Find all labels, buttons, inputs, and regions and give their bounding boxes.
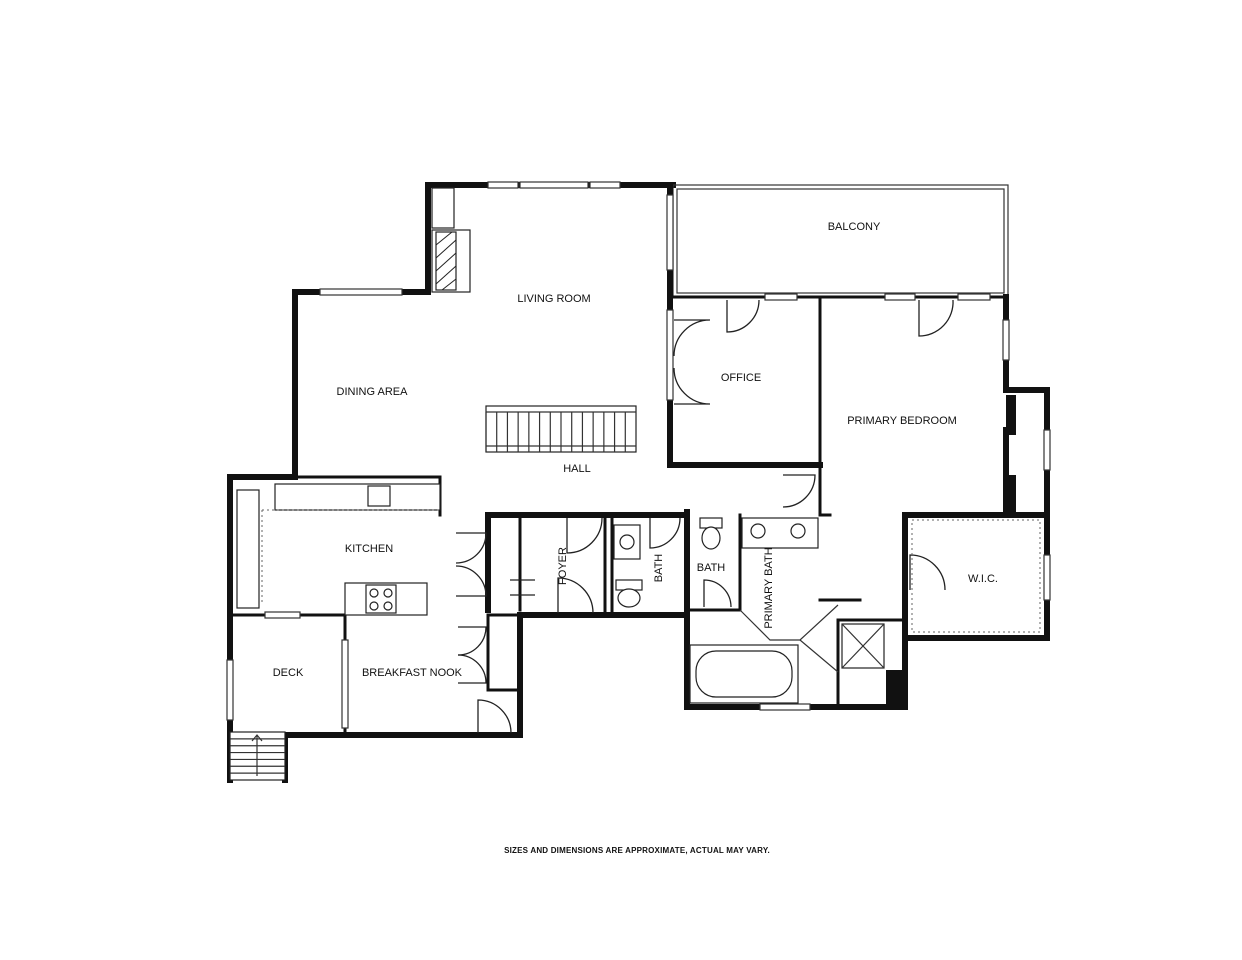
- room-labels: BALCONY LIVING ROOM DINING AREA OFFICE P…: [273, 221, 998, 679]
- label-balcony: BALCONY: [828, 221, 881, 233]
- kitchen-fixtures: [236, 483, 441, 616]
- label-kitchen: KITCHEN: [345, 543, 393, 555]
- windows: [226, 181, 1051, 729]
- label-wic: W.I.C.: [968, 573, 998, 585]
- disclaimer-note: SIZES AND DIMENSIONS ARE APPROXIMATE, AC…: [504, 846, 770, 855]
- vanity-sink-icon: [750, 523, 766, 539]
- label-hall: HALL: [563, 463, 591, 475]
- label-primary-bedroom: PRIMARY BEDROOM: [847, 415, 957, 427]
- bedroom-wall-pier: [1006, 395, 1016, 435]
- exterior-walls: [227, 182, 1050, 783]
- bath-fixtures: [613, 517, 1041, 704]
- toilet-icon-2: [701, 526, 721, 550]
- shower-wall-block: [886, 670, 905, 707]
- vanity-sink-icon-2: [790, 523, 806, 539]
- label-bath-1: BATH: [653, 554, 665, 583]
- label-office: OFFICE: [721, 372, 761, 384]
- kitchen-sink-icon: [367, 485, 391, 507]
- interior-stair: [485, 405, 637, 453]
- label-primary-bath: PRIMARY BATH: [763, 547, 775, 628]
- label-deck: DECK: [273, 667, 304, 679]
- fireplace: [431, 187, 471, 293]
- label-breakfast-nook: BREAKFAST NOOK: [362, 667, 463, 679]
- toilet-icon: [617, 588, 641, 608]
- bedroom-wall-pier-2: [1006, 475, 1016, 512]
- deck-stair: [229, 731, 286, 781]
- label-foyer: FOYER: [557, 547, 569, 585]
- balcony-outline: [672, 184, 1009, 298]
- label-dining-area: DINING AREA: [337, 386, 409, 398]
- label-bath-2: BATH: [697, 562, 726, 574]
- doors: [455, 299, 954, 734]
- label-living-room: LIVING ROOM: [517, 293, 590, 305]
